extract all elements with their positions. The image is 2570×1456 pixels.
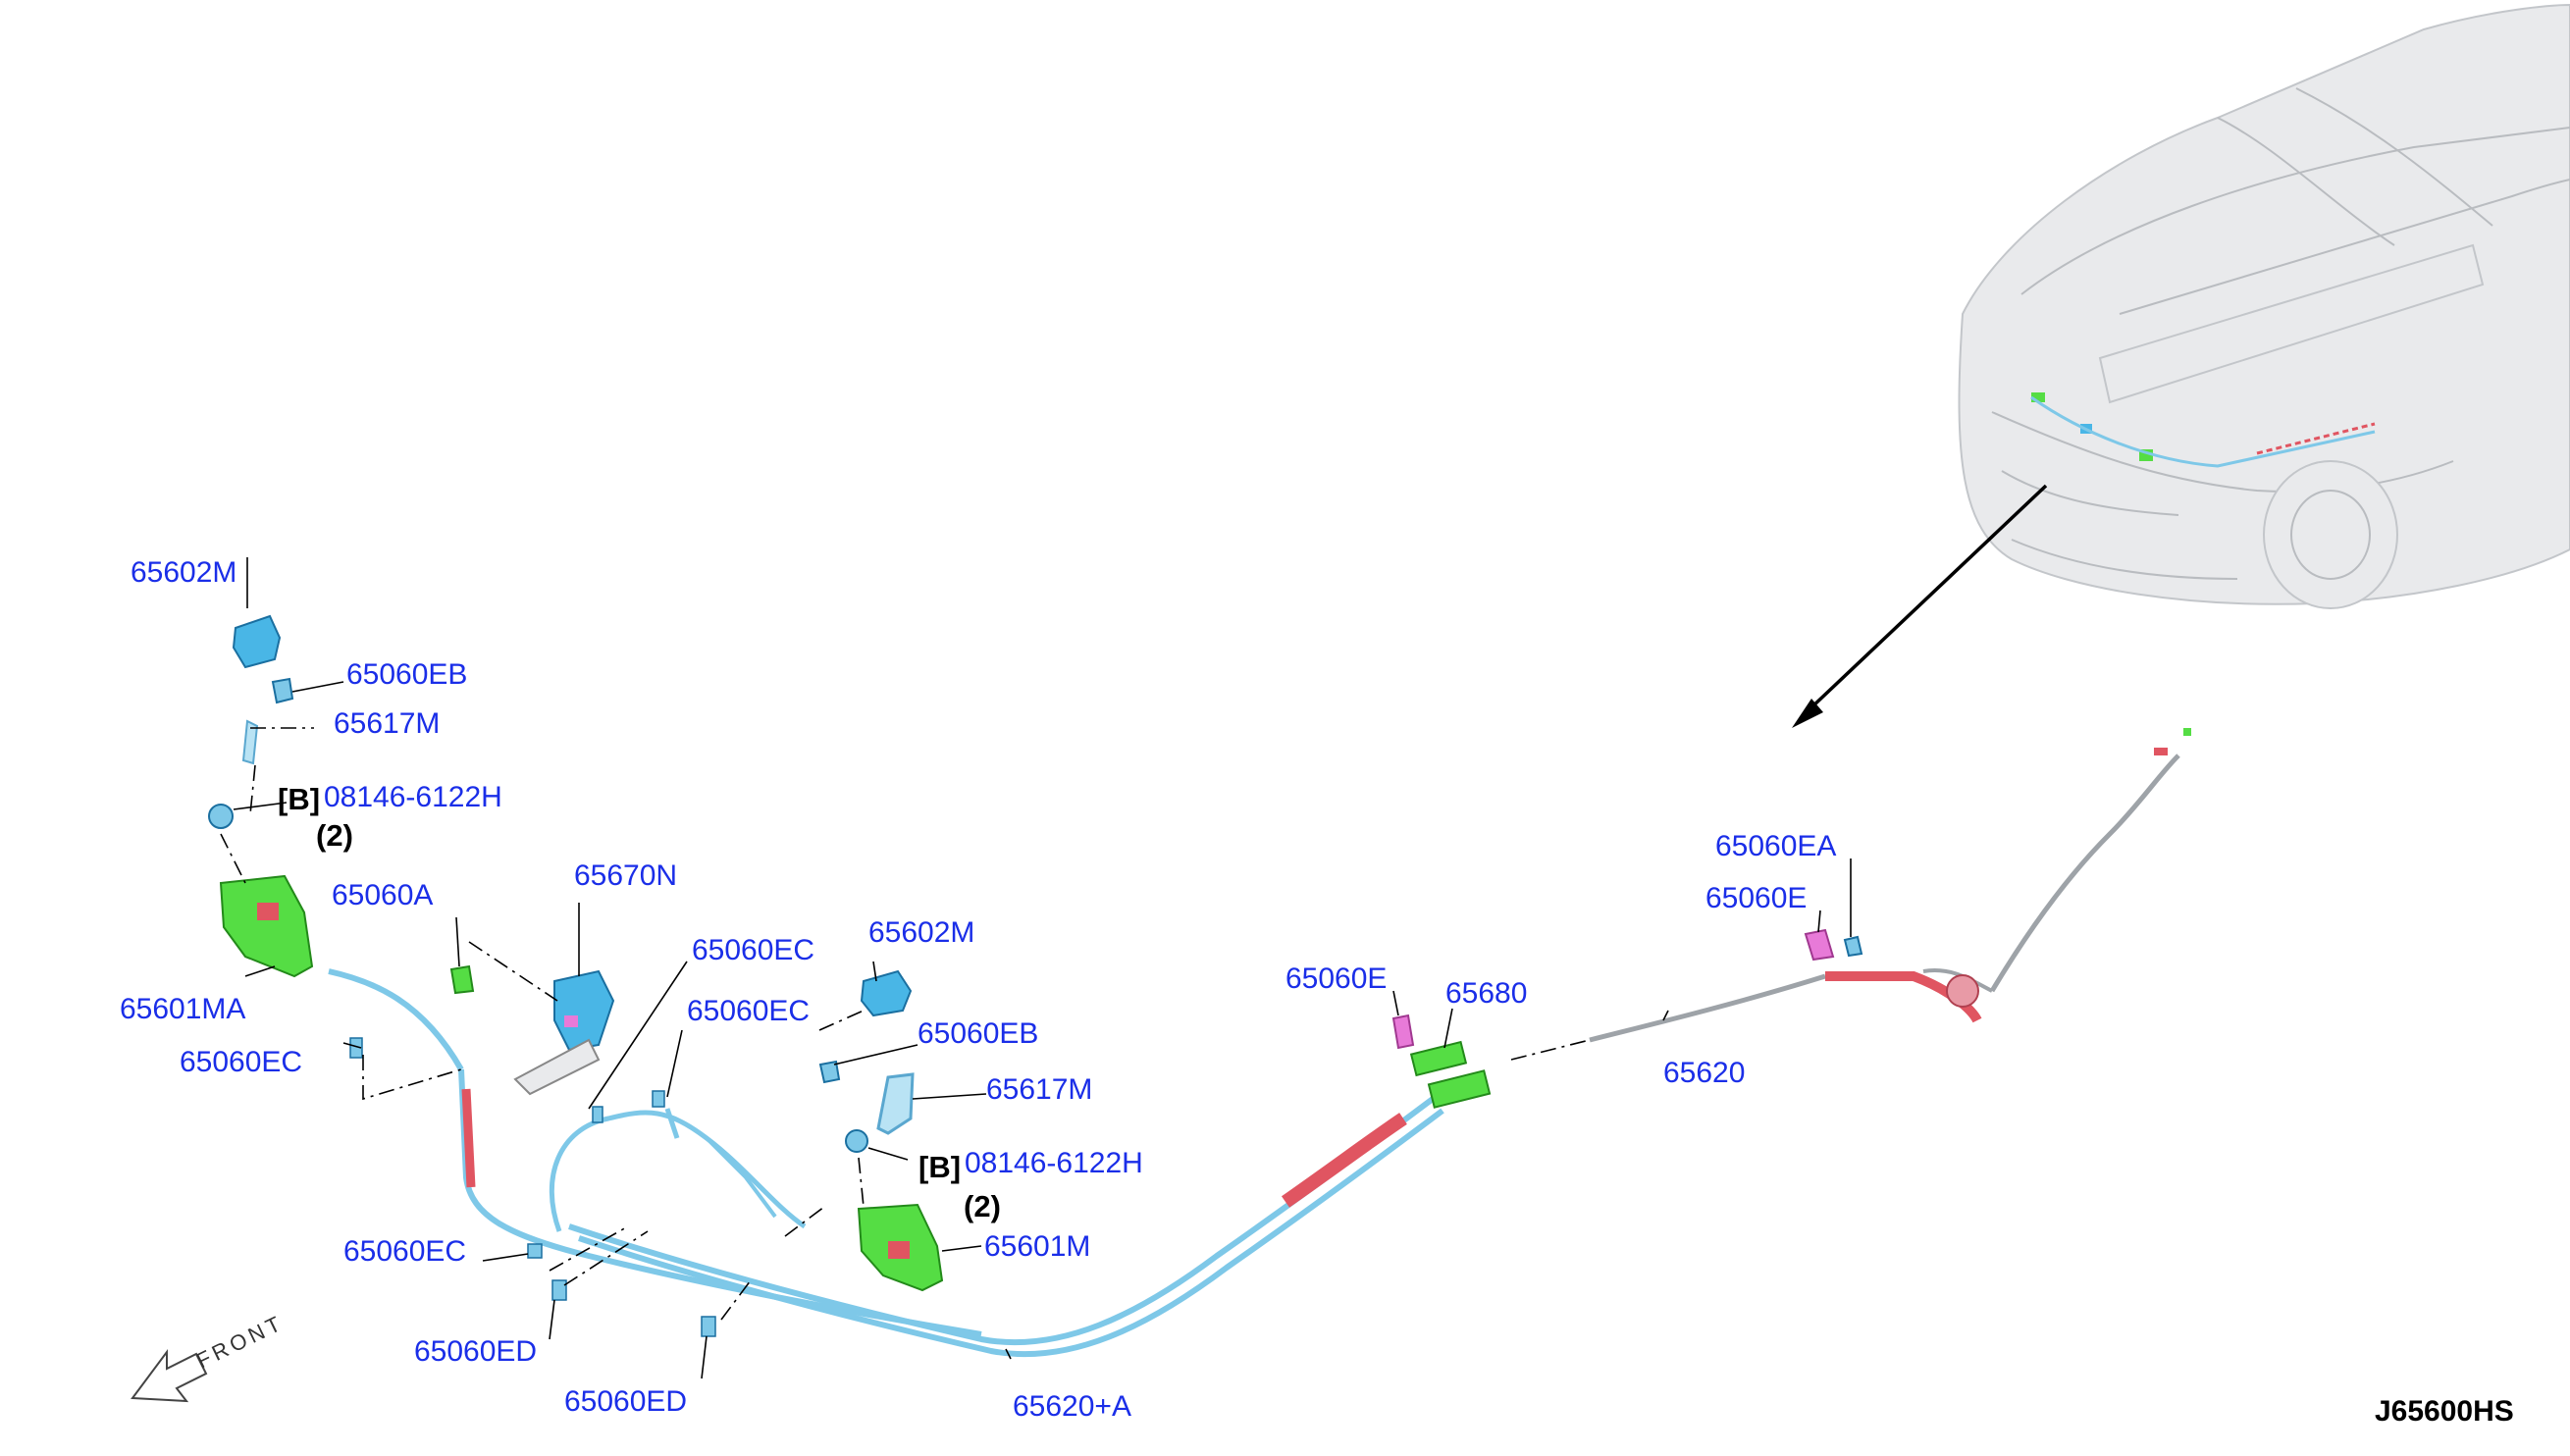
callout-65060e-left: 65060E [1285, 962, 1387, 995]
callout-65060eb-left: 65060EB [346, 658, 467, 691]
quantity-mid: (2) [964, 1189, 1001, 1223]
bracket-65617m-left [241, 719, 259, 765]
callout-65060ed-left: 65060ED [414, 1335, 537, 1368]
callout-65060a: 65060A [332, 879, 433, 911]
front-arrow-icon [131, 1348, 208, 1403]
hood-lock-support-upper-left [232, 614, 282, 669]
callouts: 65602M 65060EB 65617M [B] 08146-6122H (2… [120, 556, 1836, 1423]
parts [208, 614, 1863, 1337]
front-direction-indicator: FRONT [131, 1310, 288, 1403]
hood-lock-control-65670n [553, 969, 615, 1052]
bracket-b-mid: [B] [918, 1150, 961, 1184]
callout-65620: 65620 [1663, 1057, 1745, 1089]
diagram-code: J65600HS [2375, 1395, 2514, 1428]
callout-08146-mid: 08146-6122H [965, 1147, 1143, 1179]
clip-65060ed-2 [701, 1316, 716, 1337]
callout-65060ea: 65060EA [1715, 830, 1836, 862]
clip-65060e-pink-left [1391, 1014, 1415, 1050]
grommet-65680-upper [1409, 1040, 1468, 1077]
clip-65060ea [1843, 935, 1863, 958]
bolt-left [208, 804, 234, 829]
clip-65060eb-left [271, 677, 294, 704]
callout-65060ed-right: 65060ED [564, 1385, 687, 1418]
callout-65680: 65680 [1445, 977, 1527, 1010]
bracket-65617m-mid [876, 1072, 915, 1135]
car-illustration [1958, 3, 2570, 609]
clip-65060ec-1 [349, 1037, 363, 1059]
leader-lines [220, 557, 1852, 1379]
hood-lock-latch-left [219, 874, 314, 978]
clip-65060ec-4 [652, 1090, 665, 1108]
callout-65602m-mid: 65602M [868, 916, 974, 949]
callout-65617m-left: 65617M [334, 707, 440, 740]
bracket-b-left: [B] [278, 782, 320, 816]
callout-65060e-right: 65060E [1705, 882, 1807, 914]
cable-assembly [328, 728, 2191, 1358]
clip-65060a [449, 964, 475, 995]
location-arrow [1792, 484, 2048, 728]
callout-65060ec-left: 65060EC [180, 1046, 302, 1078]
callout-65060eb-mid: 65060EB [918, 1017, 1038, 1050]
callout-65620a: 65620+A [1013, 1390, 1131, 1423]
callout-65060ec-bottom: 65060EC [343, 1235, 466, 1268]
front-label: FRONT [192, 1310, 288, 1373]
clip-65060ed-1 [551, 1279, 567, 1301]
grommet-65680-lower [1427, 1069, 1492, 1109]
clip-65060eb-mid [818, 1060, 841, 1084]
hood-lock-support-upper-mid [860, 969, 913, 1017]
bolt-mid [845, 1129, 868, 1153]
callout-65060ec-mid: 65060EC [687, 995, 810, 1027]
clip-65060ec-2 [527, 1243, 543, 1259]
clip-65060e-pink-right [1804, 928, 1835, 962]
quantity-left: (2) [316, 818, 353, 853]
callout-65670n: 65670N [574, 859, 677, 892]
callout-65617m-mid: 65617M [986, 1073, 1092, 1106]
callout-65602m-left: 65602M [131, 556, 236, 589]
callout-65601ma: 65601MA [120, 993, 245, 1025]
callout-65601m: 65601M [984, 1230, 1090, 1263]
callout-65060ec-top: 65060EC [692, 934, 814, 966]
clip-65060ec-3 [592, 1106, 603, 1123]
callout-08146-left: 08146-6122H [324, 781, 502, 813]
